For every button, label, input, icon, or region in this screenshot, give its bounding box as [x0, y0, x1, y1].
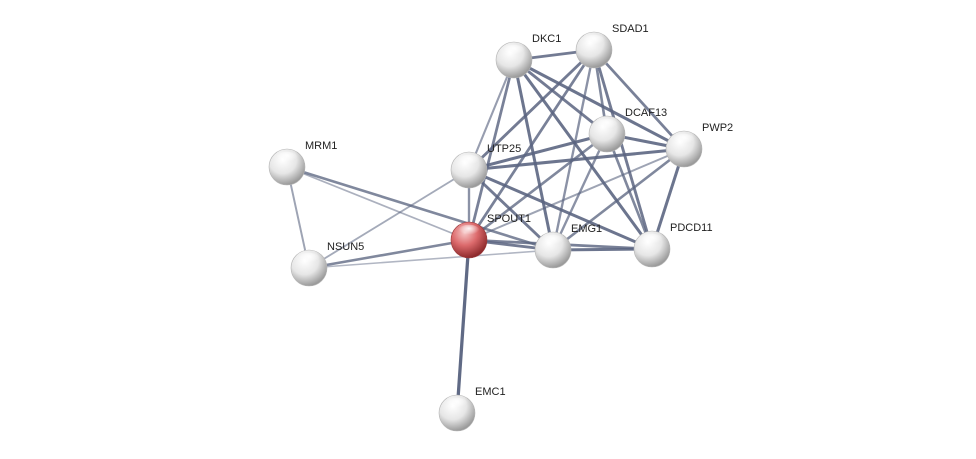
edge-dcaf13-emg1 [551, 132, 609, 252]
node-label: MRM1 [305, 140, 337, 152]
node-highlight [583, 34, 605, 48]
nodes-layer: SPOUT1DKC1SDAD1DCAF13PWP2UTP25MRM1NSUN5E… [268, 23, 733, 432]
edge-utp25-sdad1 [467, 48, 596, 172]
node-label: UTP25 [487, 143, 521, 155]
node-nsun5[interactable]: NSUN5 [290, 241, 364, 287]
node-emg1[interactable]: EMG1 [534, 223, 602, 269]
edge-nsun5-emg1 [308, 249, 554, 269]
node-label: EMC1 [475, 386, 506, 398]
node-highlight [446, 397, 468, 411]
node-pwp2[interactable]: PWP2 [665, 122, 733, 168]
edge-dkc1-emg1 [512, 58, 555, 252]
edge-sdad1-emg1 [551, 48, 596, 252]
node-pdcd11[interactable]: PDCD11 [633, 222, 713, 268]
node-highlight [542, 234, 564, 248]
edge-dkc1-pdcd11 [512, 58, 654, 251]
node-mrm1[interactable]: MRM1 [268, 140, 337, 186]
node-label: SPOUT1 [487, 213, 531, 225]
node-label: DCAF13 [625, 107, 667, 119]
node-highlight [458, 224, 480, 238]
node-emc1[interactable]: EMC1 [438, 386, 506, 432]
node-spout1[interactable]: SPOUT1 [450, 213, 531, 259]
edge-utp25-pwp2 [467, 147, 686, 172]
edge-dkc1-dcaf13 [512, 58, 609, 136]
node-highlight [596, 118, 618, 132]
edge-utp25-emg1 [467, 168, 555, 252]
node-label: PWP2 [702, 122, 733, 134]
edge-utp25-dcaf13 [467, 132, 609, 172]
node-highlight [458, 154, 480, 168]
edge-spout1-emc1 [455, 238, 471, 415]
edge-pwp2-emg1 [551, 147, 686, 252]
node-dkc1[interactable]: DKC1 [495, 33, 561, 79]
node-label: DKC1 [532, 33, 561, 45]
edge-spout1-pwp2 [468, 148, 685, 241]
node-highlight [298, 252, 320, 266]
edge-utp25-dkc1 [467, 58, 516, 172]
node-highlight [641, 233, 663, 247]
edge-mrm1-emg1 [285, 165, 555, 252]
edges-layer [285, 48, 686, 415]
node-label: PDCD11 [670, 222, 713, 234]
node-sdad1[interactable]: SDAD1 [575, 23, 649, 69]
node-highlight [276, 151, 298, 165]
edge-sdad1-pwp2 [592, 48, 686, 151]
node-label: SDAD1 [612, 23, 649, 35]
edge-spout1-dcaf13 [467, 132, 609, 242]
edge-nsun5-utp25 [308, 169, 470, 269]
node-label: NSUN5 [327, 241, 364, 253]
edge-dkc1-pwp2 [512, 58, 686, 151]
edge-sdad1-pdcd11 [592, 48, 654, 251]
edge-spout1-nsun5 [307, 238, 471, 270]
node-dcaf13[interactable]: DCAF13 [588, 107, 667, 153]
node-highlight [673, 133, 695, 147]
node-label: EMG1 [571, 223, 602, 235]
node-utp25[interactable]: UTP25 [450, 143, 521, 189]
node-highlight [503, 44, 525, 58]
edge-spout1-mrm1 [286, 166, 470, 241]
